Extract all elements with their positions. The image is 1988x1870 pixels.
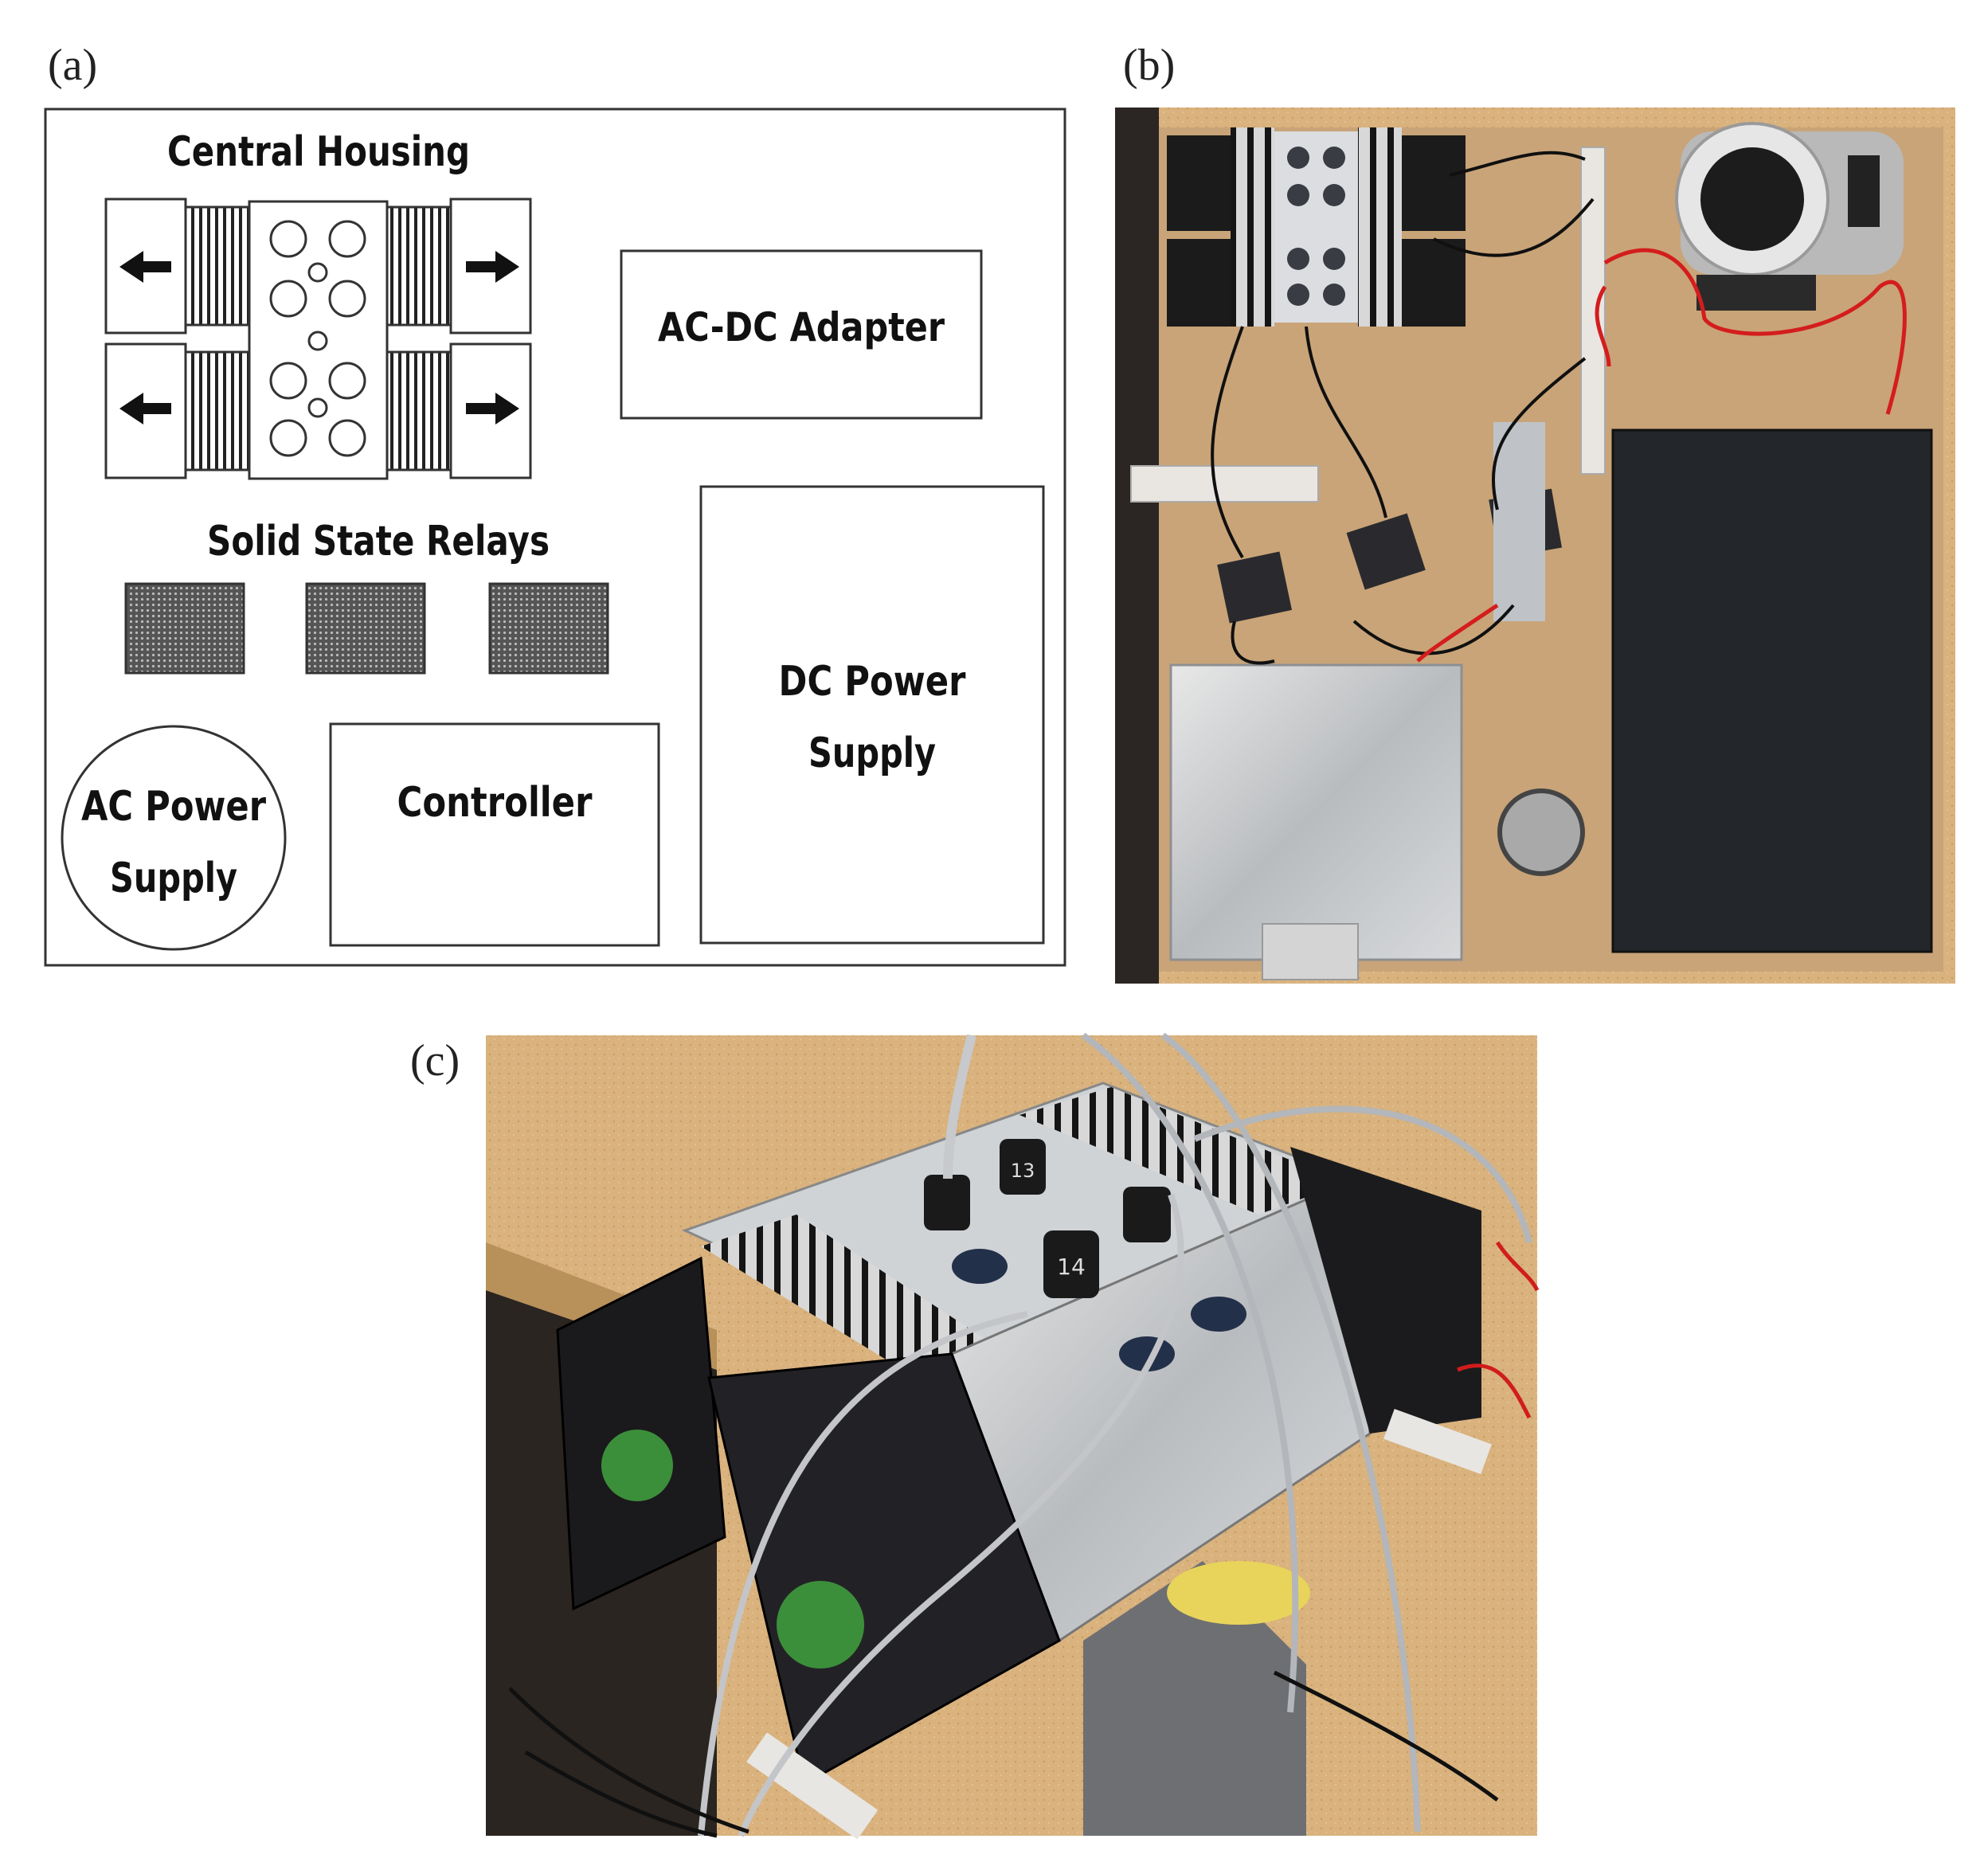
support-leg: [1083, 1561, 1306, 1836]
fan-hub-right: [777, 1581, 864, 1669]
panel-label-c: (c): [410, 1036, 460, 1086]
red-wires: [1457, 1241, 1540, 1419]
ac-dc-adapter-box: [620, 249, 983, 420]
dc-power-supply-box: [699, 485, 1045, 945]
central-housing: [104, 198, 532, 480]
fan-right-top: [1402, 135, 1466, 231]
fan-back-right: [1290, 1147, 1481, 1434]
fan-hub-left: [601, 1430, 673, 1501]
vial-cap-label: 13: [1011, 1160, 1035, 1182]
schematic-diagram: Central Housing: [44, 108, 1066, 967]
heatsink-top-left: [184, 205, 251, 327]
arrow-left-icon: [119, 393, 171, 424]
assembly-photo-perspective: 13 14: [486, 1032, 1540, 1840]
relay-2: [305, 582, 426, 675]
heatsink-bottom-left: [184, 350, 251, 471]
vial-cap-label: 14: [1057, 1254, 1086, 1280]
block-wells: [1287, 147, 1345, 306]
arrow-right-icon: [466, 251, 519, 283]
airflow-arrows: [119, 251, 519, 424]
heatsink-left: [1231, 127, 1274, 327]
panel-label-b: (b): [1123, 41, 1176, 90]
assembly-photo-top-view: [1115, 108, 1955, 984]
wiring: [1211, 151, 1595, 665]
dc-power-supply-label-line2: Supply: [808, 730, 936, 777]
ac-power-supply-label-line2: Supply: [110, 855, 237, 902]
controller-label: Controller: [397, 779, 593, 827]
fan-left-top: [1167, 135, 1231, 231]
sample-vials: 13 14: [924, 1139, 1246, 1371]
central-housing-label: Central Housing: [167, 128, 470, 176]
relay-1: [124, 582, 245, 675]
arrow-left-icon: [119, 251, 171, 283]
controller-box: [329, 722, 660, 947]
panel-label-a: (a): [48, 41, 98, 90]
relay-3: [488, 582, 609, 675]
insulation-foam: [1167, 1561, 1310, 1625]
sample-wells: [269, 220, 366, 457]
heatsink-bottom-right: [385, 350, 452, 471]
heatsink-top-front: [701, 1215, 996, 1378]
photo-relay-1: [1217, 551, 1293, 624]
heatsink-right: [1358, 127, 1402, 327]
dc-power-supply-unit: [1611, 428, 1933, 953]
variac-dial: [1675, 122, 1904, 311]
fan-right-bottom: [1402, 239, 1466, 327]
heatsink-top-right: [385, 205, 452, 327]
ac-power-supply-label-line1: AC Power: [81, 783, 266, 831]
thermocouple-cables: [698, 1032, 1532, 1837]
relay-bracket: [1493, 422, 1545, 621]
terminal-strip-horizontal: [1130, 465, 1319, 503]
fan-left-bottom: [1167, 239, 1231, 327]
dc-power-supply-label-line1: DC Power: [779, 658, 966, 706]
ac-power-supply-circle: [61, 725, 287, 951]
terminal-strip-vertical: [1580, 147, 1606, 475]
black-wires: [508, 1670, 1499, 1838]
central-block-photo: [1274, 131, 1358, 323]
fan-front-right: [707, 1352, 1061, 1786]
controller-enclosure: [1169, 663, 1463, 961]
fan-box-bottom-left: [104, 342, 187, 479]
capacitor: [1497, 788, 1585, 876]
ac-dc-adapter-label: AC-DC Adapter: [658, 304, 945, 350]
red-wiring: [1416, 248, 1907, 663]
photo-relay-2: [1346, 513, 1426, 590]
arrow-right-icon: [466, 393, 519, 424]
solid-state-relays-label: Solid State Relays: [207, 518, 550, 565]
